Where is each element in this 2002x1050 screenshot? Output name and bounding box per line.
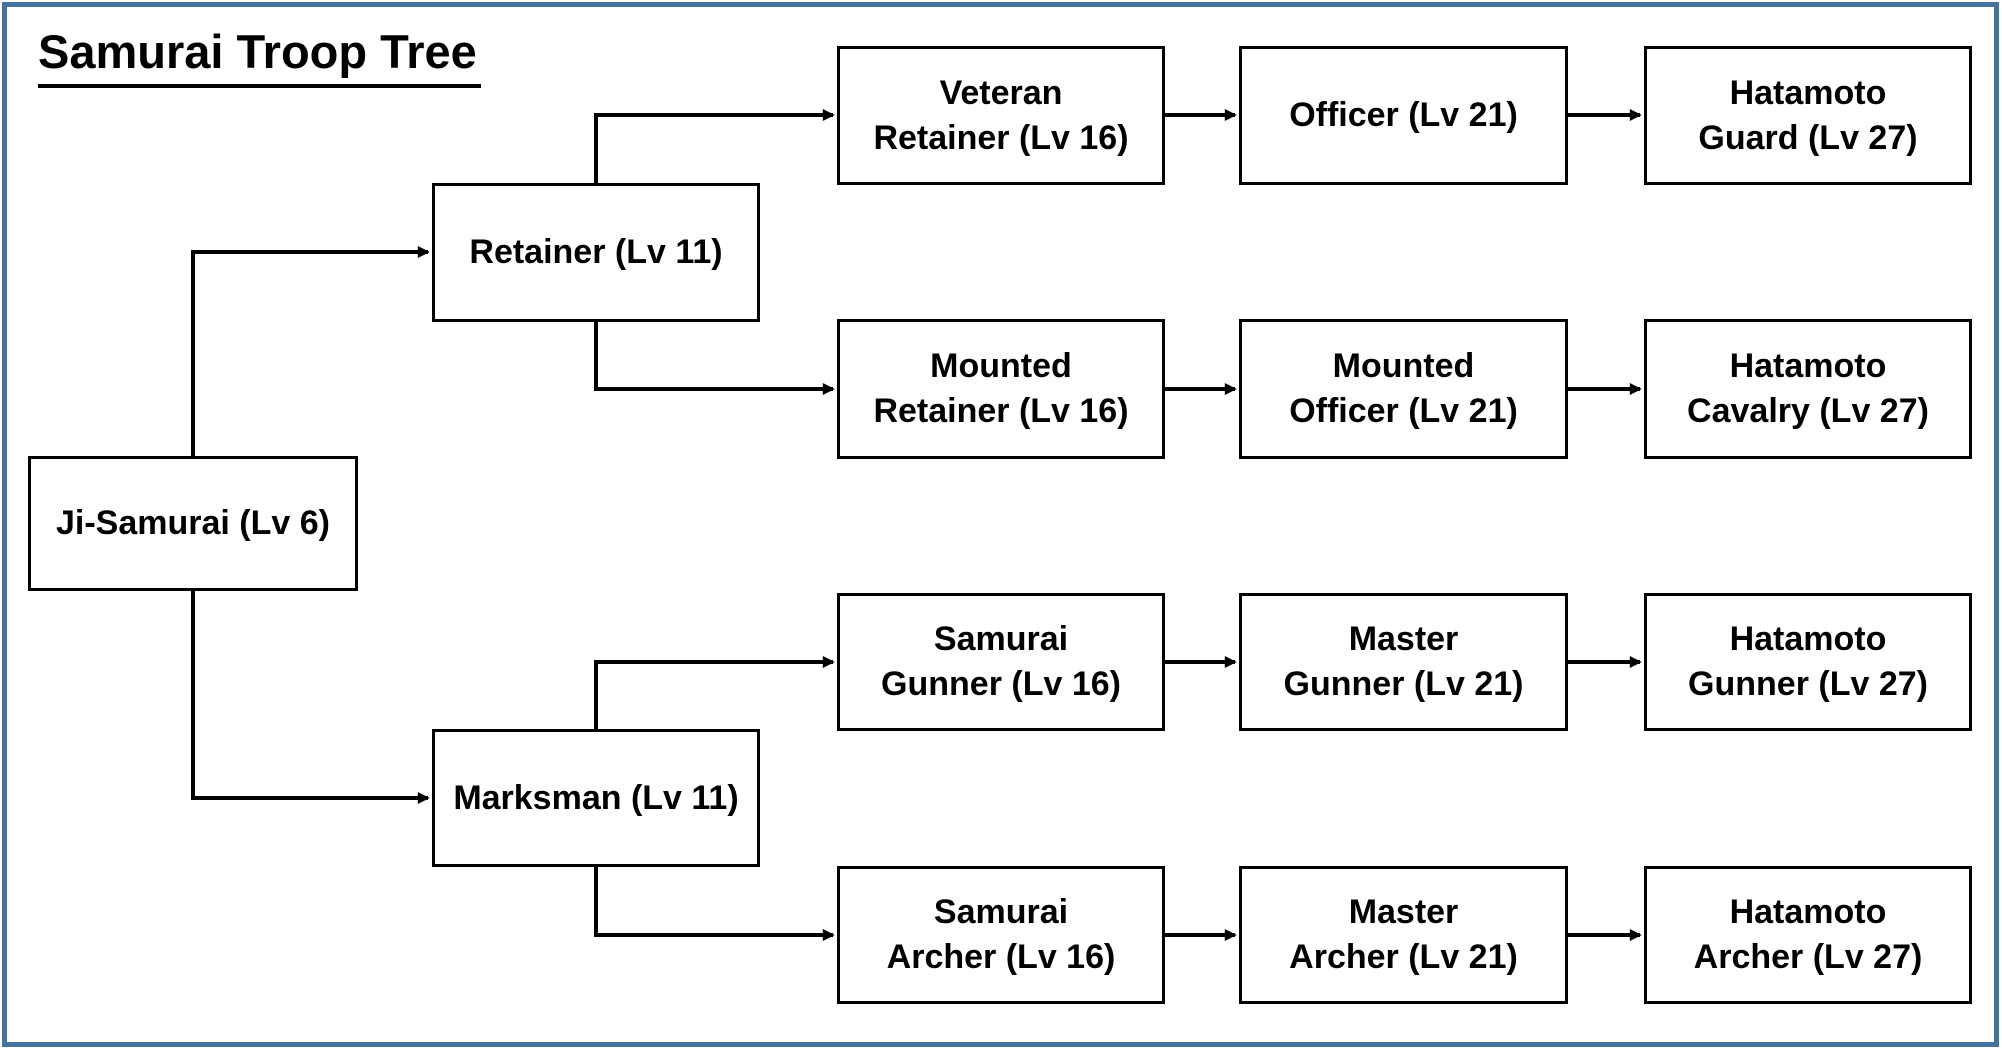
node-master-archer: Master Archer (Lv 21) (1239, 866, 1568, 1004)
node-master-gunner: Master Gunner (Lv 21) (1239, 593, 1568, 731)
connector-ji-samurai-to-retainer (191, 246, 430, 456)
node-ji-samurai: Ji-Samurai (Lv 6) (28, 456, 358, 591)
node-hatamoto-archer: Hatamoto Archer (Lv 27) (1644, 866, 1972, 1004)
connector-ji-samurai-to-marksman (191, 591, 430, 804)
node-samurai-archer: Samurai Archer (Lv 16) (837, 866, 1165, 1004)
node-retainer: Retainer (Lv 11) (432, 183, 760, 322)
node-hatamoto-guard: Hatamoto Guard (Lv 27) (1644, 46, 1972, 185)
connector-retainer-to-veteran-retainer (594, 109, 835, 183)
node-mounted-retainer: Mounted Retainer (Lv 16) (837, 319, 1165, 459)
node-hatamoto-gunner: Hatamoto Gunner (Lv 27) (1644, 593, 1972, 731)
connector-marksman-to-samurai-gunner (594, 656, 835, 729)
node-veteran-retainer: Veteran Retainer (Lv 16) (837, 46, 1165, 185)
connector-retainer-to-mounted-retainer (594, 322, 835, 395)
node-samurai-gunner: Samurai Gunner (Lv 16) (837, 593, 1165, 731)
node-marksman: Marksman (Lv 11) (432, 729, 760, 867)
node-mounted-officer: Mounted Officer (Lv 21) (1239, 319, 1568, 459)
node-hatamoto-cavalry: Hatamoto Cavalry (Lv 27) (1644, 319, 1972, 459)
connector-marksman-to-samurai-archer (594, 867, 835, 941)
node-officer: Officer (Lv 21) (1239, 46, 1568, 185)
page-title: Samurai Troop Tree (38, 24, 481, 88)
